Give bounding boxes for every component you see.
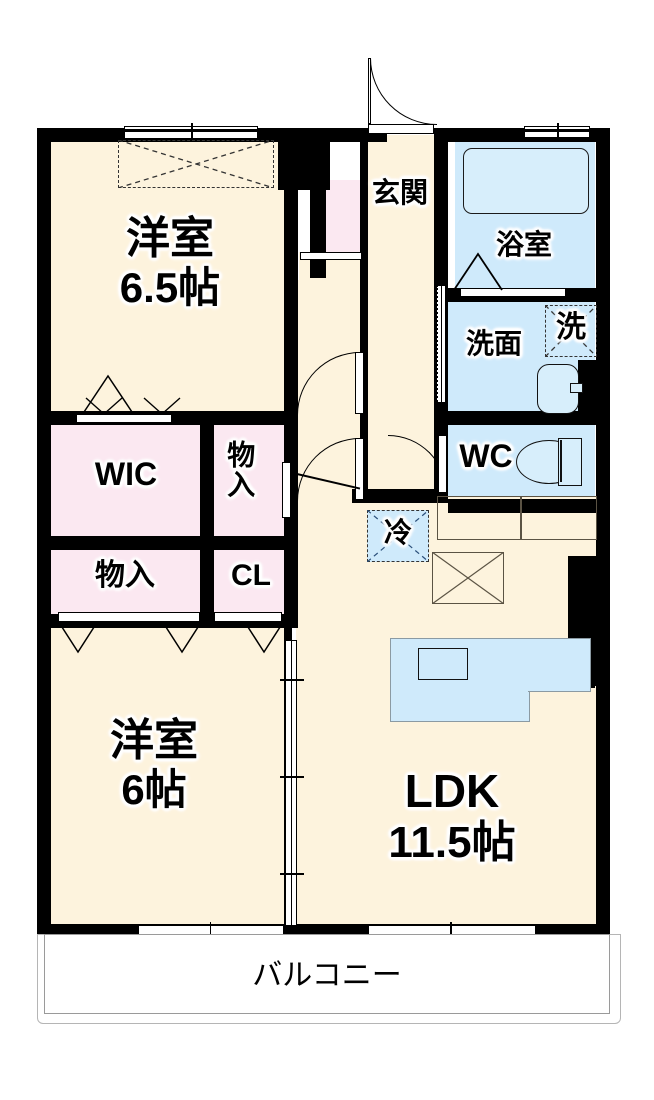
label-closet: CL xyxy=(231,559,271,592)
label-bath: 浴室 xyxy=(495,229,552,260)
storage-lower-door[interactable] xyxy=(58,612,200,622)
bathtub xyxy=(463,148,589,214)
room-fill-storage-upper xyxy=(212,425,290,540)
label-refrigerator: 冷 xyxy=(383,517,412,548)
bedroom-north-overhead-closet-cross xyxy=(118,140,274,188)
kitchen-sink-right-ext xyxy=(528,638,591,692)
window-bath[interactable] xyxy=(524,123,590,141)
kitchen-counter-right xyxy=(521,496,597,540)
toilet-tank xyxy=(558,438,582,486)
wall-entry-left xyxy=(310,128,326,278)
label-washroom-text: 洗面 xyxy=(465,328,522,359)
label-storage-lower: 物入 xyxy=(95,559,155,592)
bedroom-north-door-leaf[interactable] xyxy=(355,352,364,414)
wall-ldk-counter-notch xyxy=(568,556,598,638)
bedroom-north-overhead-closet xyxy=(118,140,274,188)
wash-basin-faucet xyxy=(570,383,583,393)
corridor-door-left-leaf[interactable] xyxy=(282,462,291,518)
label-entrance: 玄関 xyxy=(371,177,428,208)
label-wic: WIC xyxy=(94,456,158,492)
kitchen-counter-left xyxy=(437,496,521,540)
label-storage-upper-c1: 物入 xyxy=(224,440,256,500)
storage-upper-fold-marker xyxy=(85,397,181,415)
entry-door-arc[interactable] xyxy=(370,58,437,125)
label-ldk-size: 11.5帖 xyxy=(388,817,516,867)
wall-washroom-inner-right xyxy=(578,360,596,412)
bath-door-panel[interactable] xyxy=(460,288,566,297)
wall-toilet-bottom xyxy=(448,499,610,513)
entry-door-leaf[interactable] xyxy=(368,58,371,124)
shoe-cabinet xyxy=(325,180,365,252)
wall-wic-right xyxy=(200,425,214,540)
room-fill-storage-lower xyxy=(44,548,204,618)
ceiling-vent-cross xyxy=(432,552,504,604)
label-storage-upper: 物入 xyxy=(224,440,278,500)
label-ldk: LDK 11.5帖 xyxy=(366,765,538,867)
kitchen-sink-basin xyxy=(418,648,468,680)
wall-storage-lower-right xyxy=(200,548,214,618)
wall-storage-right xyxy=(284,425,298,618)
label-washer: 洗 xyxy=(556,311,586,344)
toilet-tank-divider xyxy=(560,440,562,482)
room-fill-closet xyxy=(212,548,290,618)
room-fill-bedroom-south xyxy=(44,626,284,930)
bath-door-fold[interactable] xyxy=(452,252,514,292)
label-ldk-name: LDK xyxy=(404,765,500,817)
label-washroom: 洗面 xyxy=(452,330,536,358)
closet-door[interactable] xyxy=(214,612,282,622)
room-fill-bedroom-north xyxy=(44,135,284,415)
label-bedroom-north-size: 6.5帖 xyxy=(119,263,221,311)
ceiling-vent xyxy=(432,552,504,604)
window-bedroom-north-sill xyxy=(124,129,258,132)
label-balcony: バルコニー xyxy=(252,959,402,992)
corridor-dotted-line xyxy=(436,285,438,405)
window-bath-sill xyxy=(524,129,590,132)
room-fill-wic xyxy=(44,425,204,540)
label-bedroom-south-size: 6帖 xyxy=(121,765,187,813)
ldk-partition-slider[interactable] xyxy=(280,640,304,927)
label-bedroom-south-name: 洋室 xyxy=(110,716,198,765)
wall-entrance-left xyxy=(360,142,368,495)
entry-threshold xyxy=(368,124,434,134)
storage-fold-markers xyxy=(59,623,283,654)
corridor-door-leaf[interactable] xyxy=(355,438,364,500)
storage-upper-door[interactable] xyxy=(76,414,172,423)
bedroom-north-fold-marker xyxy=(83,374,133,413)
label-toilet: WC xyxy=(459,438,513,474)
wall-right-outer xyxy=(596,128,610,938)
toilet-door-leaf[interactable] xyxy=(438,435,447,493)
washer-space xyxy=(545,305,597,357)
label-bedroom-south: 洋室 6帖 xyxy=(78,718,230,811)
wall-storage-mid xyxy=(44,536,290,550)
label-bedroom-north: 洋室 6.5帖 xyxy=(100,216,240,309)
window-bedroom-north[interactable] xyxy=(124,123,258,142)
label-bedroom-north-name: 洋室 xyxy=(126,214,214,263)
entrance-step-band xyxy=(300,252,362,260)
balcony-area xyxy=(44,934,610,1014)
wall-left-outer xyxy=(37,128,51,938)
refrigerator-space-cross xyxy=(367,510,429,562)
wall-washroom-bottom xyxy=(448,411,610,425)
wall-bedroom-north-right xyxy=(284,186,298,422)
washer-space-cross xyxy=(545,305,597,357)
